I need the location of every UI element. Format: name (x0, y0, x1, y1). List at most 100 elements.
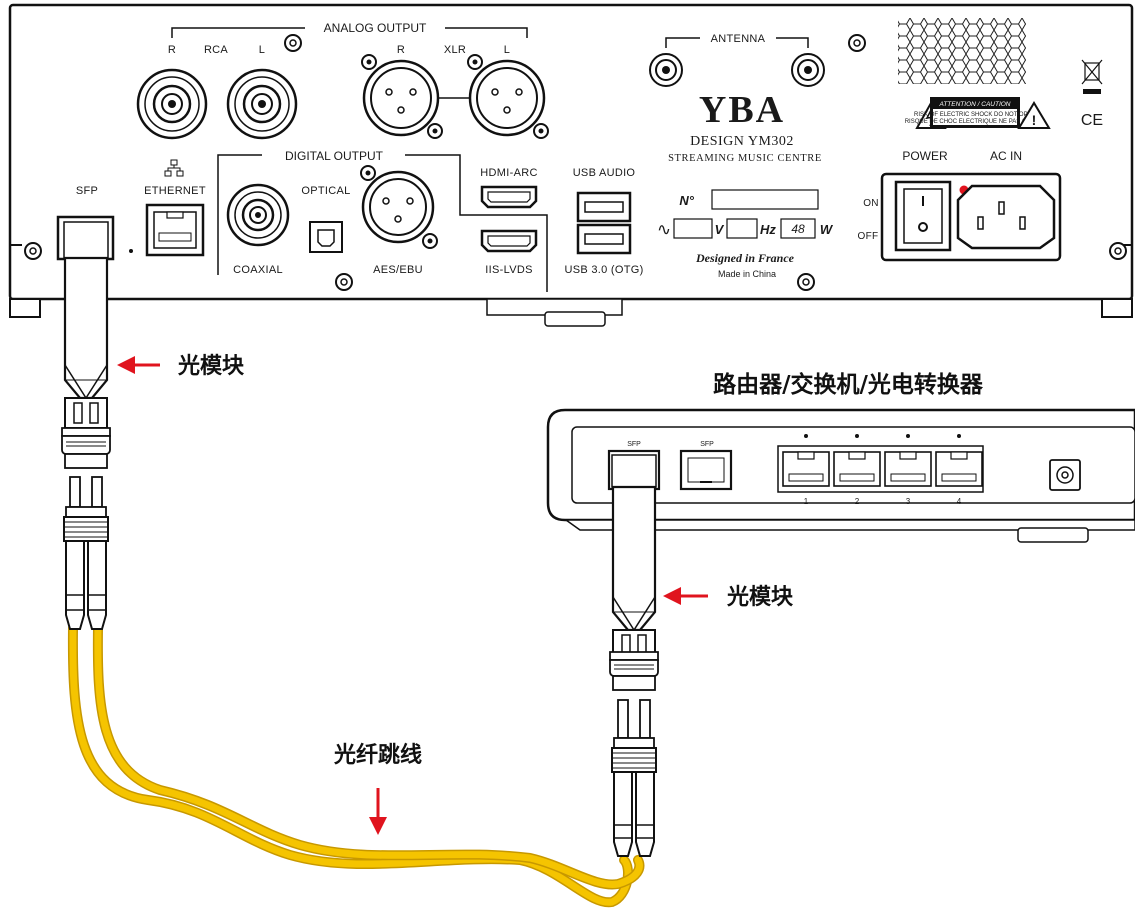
rca-left-jack (226, 68, 298, 140)
usb-otg-label: USB 3.0 (OTG) (564, 264, 643, 276)
weee-bin-icon (1081, 59, 1103, 94)
router-lan-port[interactable] (782, 451, 830, 487)
lan-port-number: 2 (855, 497, 860, 506)
router-device: 路由器/交换机/光电转换器 SFP SFP 1 2 3 4 (546, 371, 1135, 543)
svg-text:V: V (715, 222, 725, 237)
router-lan-port[interactable] (935, 451, 983, 487)
lan-port-number: 4 (957, 497, 962, 506)
optical-label: OPTICAL (301, 185, 350, 197)
lan-port-number: 1 (804, 497, 809, 506)
svg-text:!: ! (1032, 112, 1037, 128)
xlr-l-label: L (504, 44, 510, 56)
svg-text:光纤跳线: 光纤跳线 (333, 742, 422, 768)
svg-text:RISK OF ELECTRIC SHOCK DO NOT: RISK OF ELECTRIC SHOCK DO NOT OPEN (914, 112, 1036, 118)
annotation-patch-cable: 光纤跳线 (333, 742, 422, 835)
port-led-icon (906, 434, 910, 438)
power-switch[interactable] (894, 180, 952, 252)
ce-mark: CE (1081, 112, 1103, 129)
iis-lvds-port[interactable] (480, 229, 538, 253)
panel-foot-left (9, 298, 41, 318)
aes-ebu-label: AES/EBU (373, 264, 423, 276)
panel-foot-right (1101, 298, 1133, 318)
network-icon (164, 159, 184, 177)
rca-l-label: L (259, 44, 265, 56)
port-led-icon (804, 434, 808, 438)
sfp-module-right (609, 454, 659, 691)
digital-output-group: DIGITAL OUTPUT (217, 149, 548, 292)
designed-in-france: Designed in France (695, 251, 795, 265)
router-sfp2-label: SFP (700, 441, 714, 448)
fiber-patch-cable (67, 623, 645, 908)
svg-text:光模块: 光模块 (726, 585, 794, 610)
coaxial-label: COAXIAL (233, 264, 283, 276)
xlr-r-label: R (397, 44, 405, 56)
rca-right-jack (136, 68, 208, 140)
warning-label: ATTENTION / CAUTION RISK OF ELECTRIC SHO… (905, 97, 1051, 129)
power-section (880, 172, 1062, 262)
made-in-china: Made in China (718, 269, 776, 279)
antenna-group: ANTENNA (649, 33, 825, 87)
analog-output-label: ANALOG OUTPUT (324, 21, 427, 35)
model-name: DESIGN YM302 (690, 134, 794, 149)
svg-text:W: W (820, 222, 834, 237)
router-lan-port[interactable] (884, 451, 932, 487)
ethernet-label: ETHERNET (144, 185, 206, 197)
svg-text:∿: ∿ (657, 220, 671, 239)
port-led-icon (957, 434, 961, 438)
vent-grille (898, 18, 1026, 84)
sfp-module-left (61, 221, 111, 469)
usb-audio-port[interactable] (576, 191, 632, 223)
screw-icon (1109, 242, 1127, 260)
power-jack-icon (1049, 459, 1081, 491)
lc-connector-right (611, 699, 657, 857)
ethernet-port[interactable] (145, 203, 205, 257)
svg-text:N°: N° (679, 193, 694, 208)
router-sfp-port-2[interactable] (679, 449, 733, 491)
aes-ebu-jack[interactable] (360, 165, 438, 249)
on-label: ON (863, 198, 879, 209)
xlr-right-jack (361, 54, 443, 139)
antenna-connector-icon (649, 53, 683, 87)
port-led-icon (855, 434, 859, 438)
coaxial-jack[interactable] (226, 183, 290, 247)
annotation-module-left: 光模块 (117, 354, 245, 379)
hdmi-arc-port[interactable] (480, 185, 538, 209)
router-title: 路由器/交换机/光电转换器 (713, 371, 984, 398)
screw-icon (335, 273, 353, 291)
rca-r-label: R (168, 44, 176, 56)
lc-connector-left (63, 476, 109, 630)
ac-inlet (956, 184, 1056, 250)
optical-port[interactable] (309, 221, 343, 253)
screw-icon (284, 34, 302, 52)
xlr-left-jack (467, 54, 549, 139)
router-sfp1-label: SFP (627, 441, 641, 448)
screw-icon (797, 273, 815, 291)
xlr-label: XLR (444, 44, 466, 56)
svg-text:光模块: 光模块 (177, 354, 245, 379)
model-subtitle: STREAMING MUSIC CENTRE (668, 153, 822, 164)
screw-icon (24, 242, 42, 260)
exclamation-warning-icon (1017, 101, 1051, 129)
lan-port-number: 3 (906, 497, 911, 506)
antenna-connector-icon (791, 53, 825, 87)
rca-label: RCA (204, 44, 228, 56)
sfp-label: SFP (76, 185, 98, 197)
svg-text:ATTENTION / CAUTION: ATTENTION / CAUTION (938, 101, 1010, 108)
usb-otg-port[interactable] (576, 223, 632, 255)
svg-text:YBA: YBA (699, 89, 785, 131)
annotation-module-right: 光模块 (663, 585, 794, 610)
power-label: POWER (902, 149, 948, 163)
streamer-rear-panel: ANALOG OUTPUT R RCA L R XLR L (8, 3, 1134, 327)
screw-icon (848, 34, 866, 52)
antenna-label: ANTENNA (711, 33, 766, 45)
ac-in-label: AC IN (990, 149, 1022, 163)
router-lan-port[interactable] (833, 451, 881, 487)
svg-text:RISQUE DE CHOC ELECTRIQUE NE P: RISQUE DE CHOC ELECTRIQUE NE PAS OUVRIR (905, 119, 1046, 125)
analog-output-group: ANALOG OUTPUT (171, 21, 528, 38)
usb-audio-label: USB AUDIO (573, 167, 636, 179)
hdmi-arc-label: HDMI-ARC (480, 167, 537, 179)
digital-output-label: DIGITAL OUTPUT (285, 149, 384, 163)
svg-text:48: 48 (791, 222, 805, 236)
iis-lvds-label: IIS-LVDS (485, 264, 532, 276)
